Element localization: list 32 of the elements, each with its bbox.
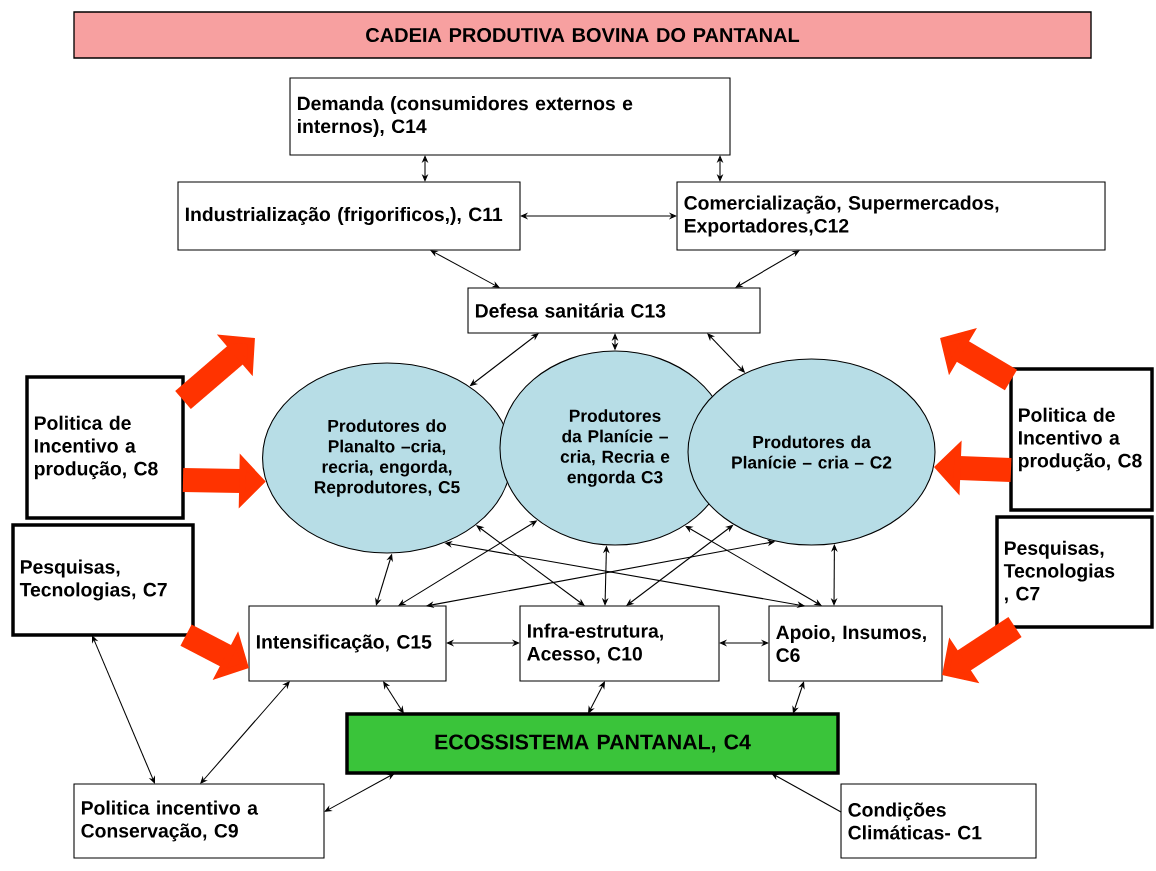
ecosystem-box: ECOSSISTEMA PANTANAL, C4 bbox=[345, 712, 840, 775]
block-arrow bbox=[942, 617, 1022, 684]
process-box: Condições Climáticas- C1 bbox=[840, 783, 1037, 859]
factor-box: Pesquisas, Tecnologias , C7 bbox=[995, 515, 1154, 629]
arrow bbox=[421, 155, 429, 182]
arrow bbox=[92, 635, 155, 784]
arrow bbox=[735, 250, 800, 288]
process-box: Apoio, Insumos, C6 bbox=[768, 605, 943, 682]
arrow bbox=[446, 639, 520, 647]
arrow bbox=[792, 681, 805, 714]
process-box: Comercialização, Supermercados, Exportadores,C12 bbox=[676, 181, 1106, 251]
arrow bbox=[200, 681, 290, 784]
arrow bbox=[324, 773, 395, 812]
arrow bbox=[716, 155, 724, 182]
arrow bbox=[771, 773, 842, 813]
arrow bbox=[520, 212, 677, 220]
arrow bbox=[430, 250, 500, 288]
process-box: Infra-estrutura, Acesso, C10 bbox=[519, 605, 720, 682]
arrow bbox=[719, 639, 769, 647]
arrow bbox=[588, 681, 605, 714]
block-arrow bbox=[175, 334, 255, 410]
process-box: Defesa sanitária C13 bbox=[467, 287, 761, 334]
process-box: Industrialização (frigorificos,), C11 bbox=[177, 181, 521, 251]
factor-box: Pesquisas, Tecnologias, C7 bbox=[11, 523, 195, 637]
factor-box: Politica de Incentivo a produção, C8 bbox=[1009, 367, 1154, 512]
process-box: Intensificação, C15 bbox=[248, 605, 447, 682]
process-box: Demanda (consumidores externos e internos), C14 bbox=[289, 77, 731, 156]
factor-box: Politica de Incentivo a produção, C8 bbox=[25, 375, 185, 520]
arrow bbox=[383, 681, 404, 714]
title-banner: CADEIA PRODUTIVA BOVINA DO PANTANAL bbox=[73, 11, 1092, 59]
process-box: Politica incentivo a Conservação, C9 bbox=[73, 783, 325, 859]
arrow bbox=[476, 525, 585, 606]
